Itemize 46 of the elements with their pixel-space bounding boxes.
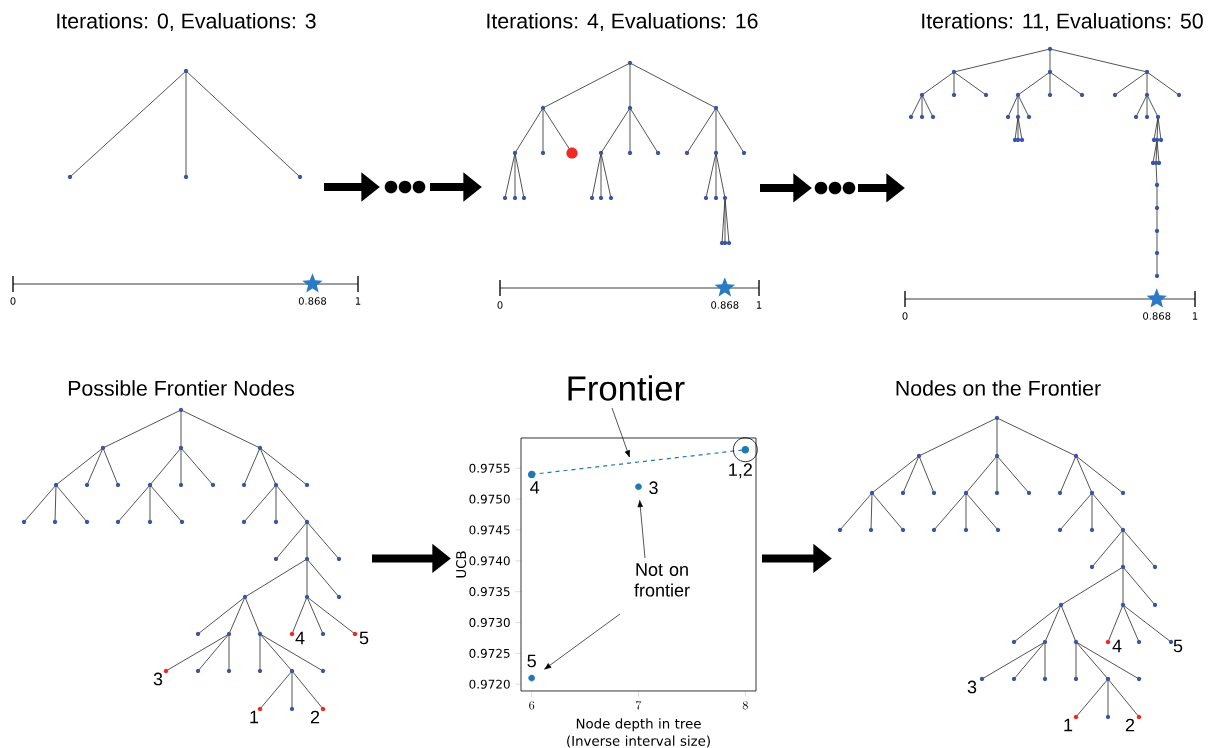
- y-tick-label: 0.9730: [469, 617, 510, 628]
- point-label: 4: [530, 481, 540, 494]
- tick-label: 0.868: [298, 297, 327, 305]
- y-tick-label: 0.9755: [469, 463, 510, 473]
- node-number: 1: [250, 710, 259, 724]
- node-number: 4: [295, 631, 305, 645]
- point: [528, 674, 536, 682]
- node-number: 2: [310, 710, 320, 724]
- node-number: 1: [1064, 718, 1073, 732]
- x-tick-label: 7: [636, 701, 642, 710]
- tick-label: 0: [902, 312, 908, 320]
- panel-title: Iterations: 4, Evaluations: 16: [487, 12, 758, 32]
- point: [635, 483, 642, 491]
- point-label: 5: [527, 654, 536, 668]
- y-tick-label: 0.9720: [469, 679, 510, 689]
- tick-label: 1: [355, 297, 361, 305]
- node-number: 3: [967, 680, 977, 694]
- tick-label: 0: [497, 301, 503, 309]
- ellipsis-dots: [814, 181, 856, 195]
- y-axis-title: UCB: [456, 551, 467, 578]
- panel-title: Iterations: 0, Evaluations: 3: [57, 12, 316, 32]
- panel-title: Possible Frontier Nodes: [68, 380, 294, 396]
- y-tick-label: 0.9740: [469, 556, 510, 566]
- y-tick-label: 0.9745: [469, 525, 510, 535]
- point: [528, 470, 536, 479]
- annotation-text: Frontier: [568, 375, 685, 401]
- point-label: 3: [649, 481, 658, 495]
- tick-label: 0: [10, 297, 16, 305]
- y-tick-label: 0.9725: [469, 648, 510, 658]
- x-tick-label: 6: [529, 701, 535, 710]
- node-number: 2: [1125, 718, 1135, 732]
- y-tick-label: 0.9735: [469, 587, 510, 597]
- annotation-text: Not on frontier: [634, 563, 690, 597]
- tick-label: 1: [1192, 312, 1198, 320]
- tick-label: 1: [756, 301, 762, 309]
- ellipsis-dots: [384, 180, 426, 194]
- tick-label: 0.868: [711, 301, 739, 309]
- x-axis-title: Node depth in tree (Inverse interval size): [567, 718, 710, 748]
- x-tick-label: 8: [742, 701, 748, 710]
- node-number: 4: [1112, 639, 1122, 653]
- node-number: 3: [153, 672, 163, 686]
- y-tick-label: 0.9750: [469, 494, 510, 504]
- point-label: 1,2: [729, 463, 752, 479]
- panel-title: Iterations: 11, Evaluations: 50: [922, 12, 1203, 32]
- panel-title: Nodes on the Frontier: [896, 380, 1101, 396]
- tick-label: 0.868: [1143, 312, 1171, 320]
